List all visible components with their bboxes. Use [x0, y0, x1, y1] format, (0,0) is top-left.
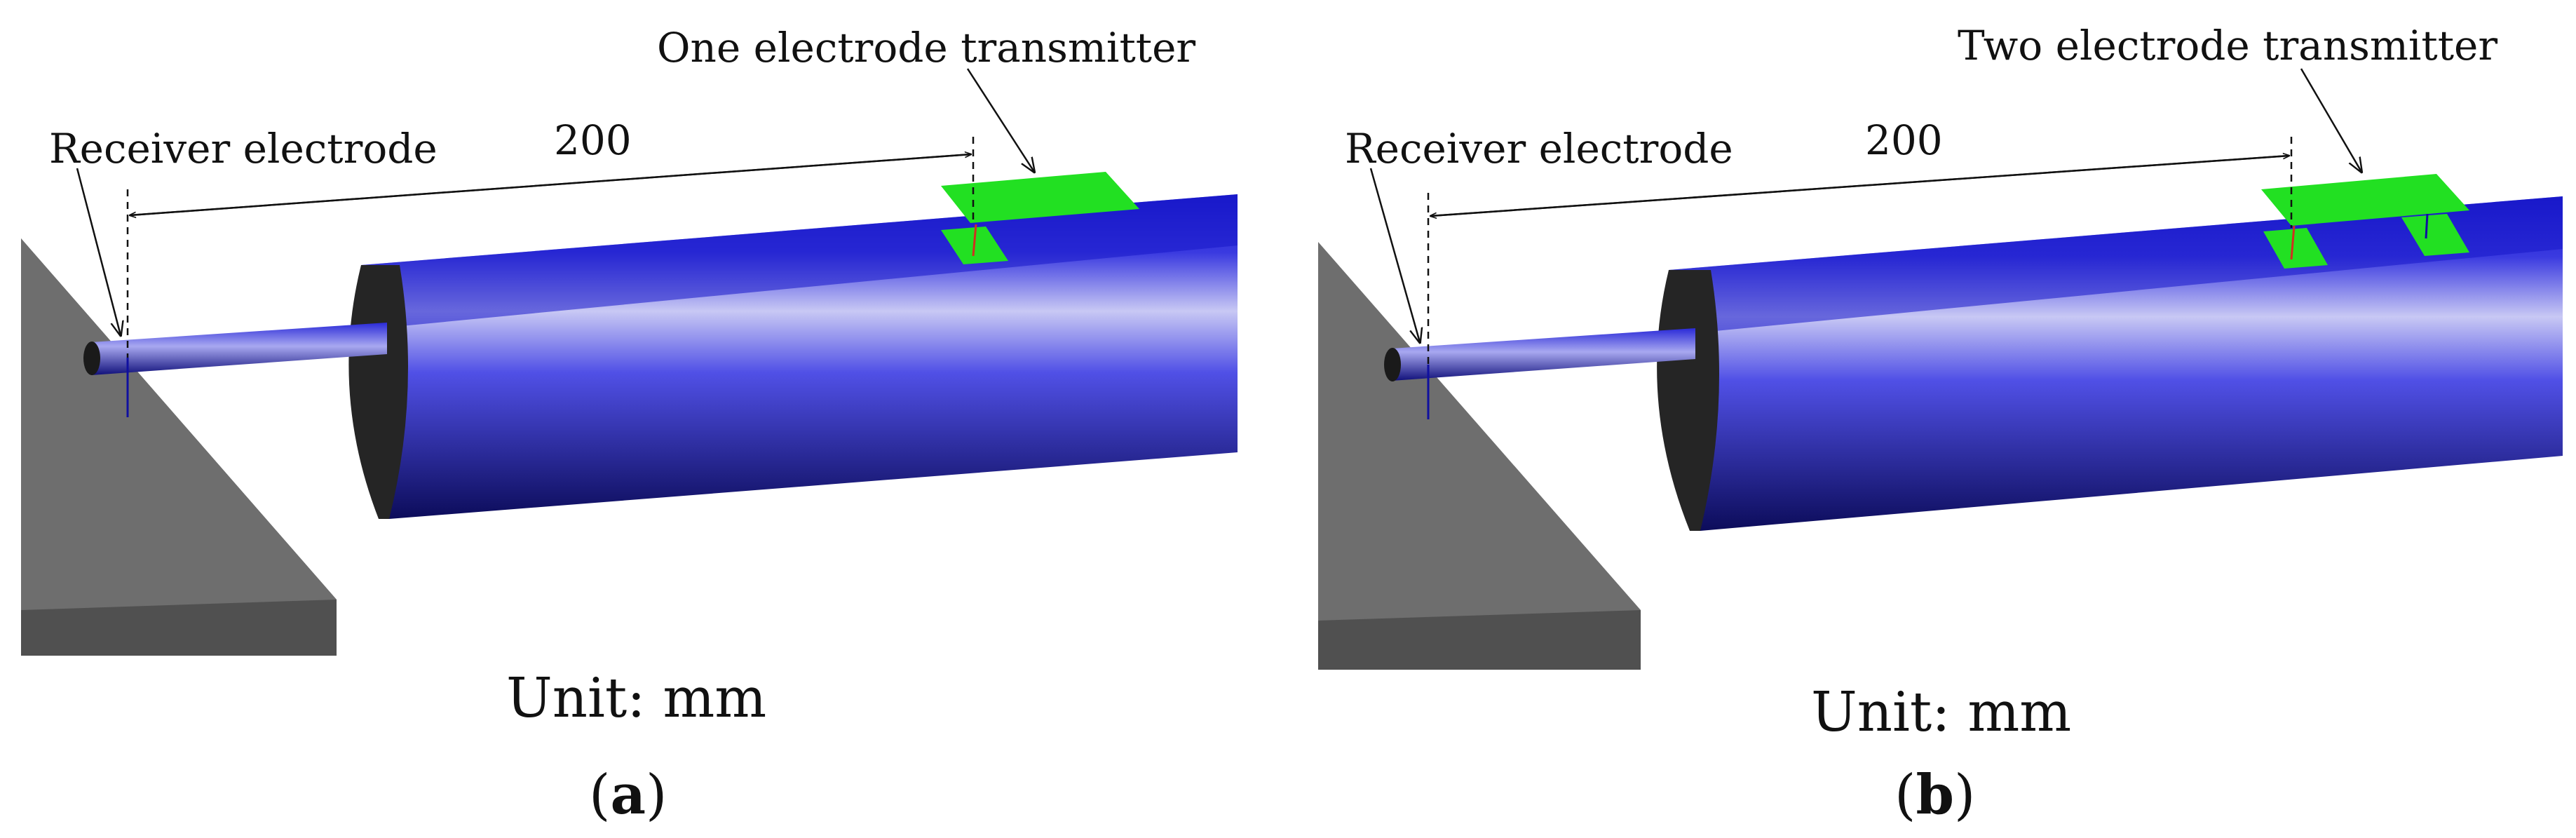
receiver-rod — [83, 323, 387, 417]
caption-a: (a) — [589, 763, 667, 827]
caption-open: ( — [589, 764, 610, 827]
receiver-leader — [1369, 168, 1420, 342]
caption-letter: a — [610, 763, 646, 827]
support-block — [21, 238, 337, 656]
transmitter-leader — [966, 68, 1034, 172]
panel-a: Receiver electrode One electrode transmi… — [21, 24, 1238, 827]
caption-close: ) — [646, 764, 667, 827]
caption-close: ) — [1954, 764, 1975, 827]
caption-letter: b — [1916, 763, 1954, 827]
caption-b: (b) — [1894, 763, 1975, 827]
transmitter-leader — [2300, 68, 2361, 172]
receiver-rod — [1384, 328, 1695, 419]
caption-open: ( — [1894, 764, 1916, 827]
dimension — [1427, 137, 2293, 365]
receiver-label: Receiver electrode — [49, 125, 438, 173]
tube — [1657, 196, 2563, 531]
transmitter-label: Two electrode transmitter — [1958, 22, 2497, 69]
unit-label: Unit: mm — [506, 667, 766, 730]
unit-label: Unit: mm — [1811, 681, 2071, 744]
transmitter-electrode — [2261, 174, 2469, 269]
support-block — [1318, 242, 1641, 670]
dimension — [126, 137, 975, 358]
panel-b: Receiver electrode Two electrode transmi… — [1318, 22, 2563, 827]
receiver-label: Receiver electrode — [1345, 125, 1733, 173]
tube — [348, 194, 1238, 519]
distance-label: 200 — [1865, 116, 1943, 164]
receiver-leader — [76, 168, 121, 335]
transmitter-electrode — [941, 172, 1139, 264]
transmitter-label: One electrode transmitter — [657, 24, 1195, 72]
distance-label: 200 — [554, 116, 632, 164]
